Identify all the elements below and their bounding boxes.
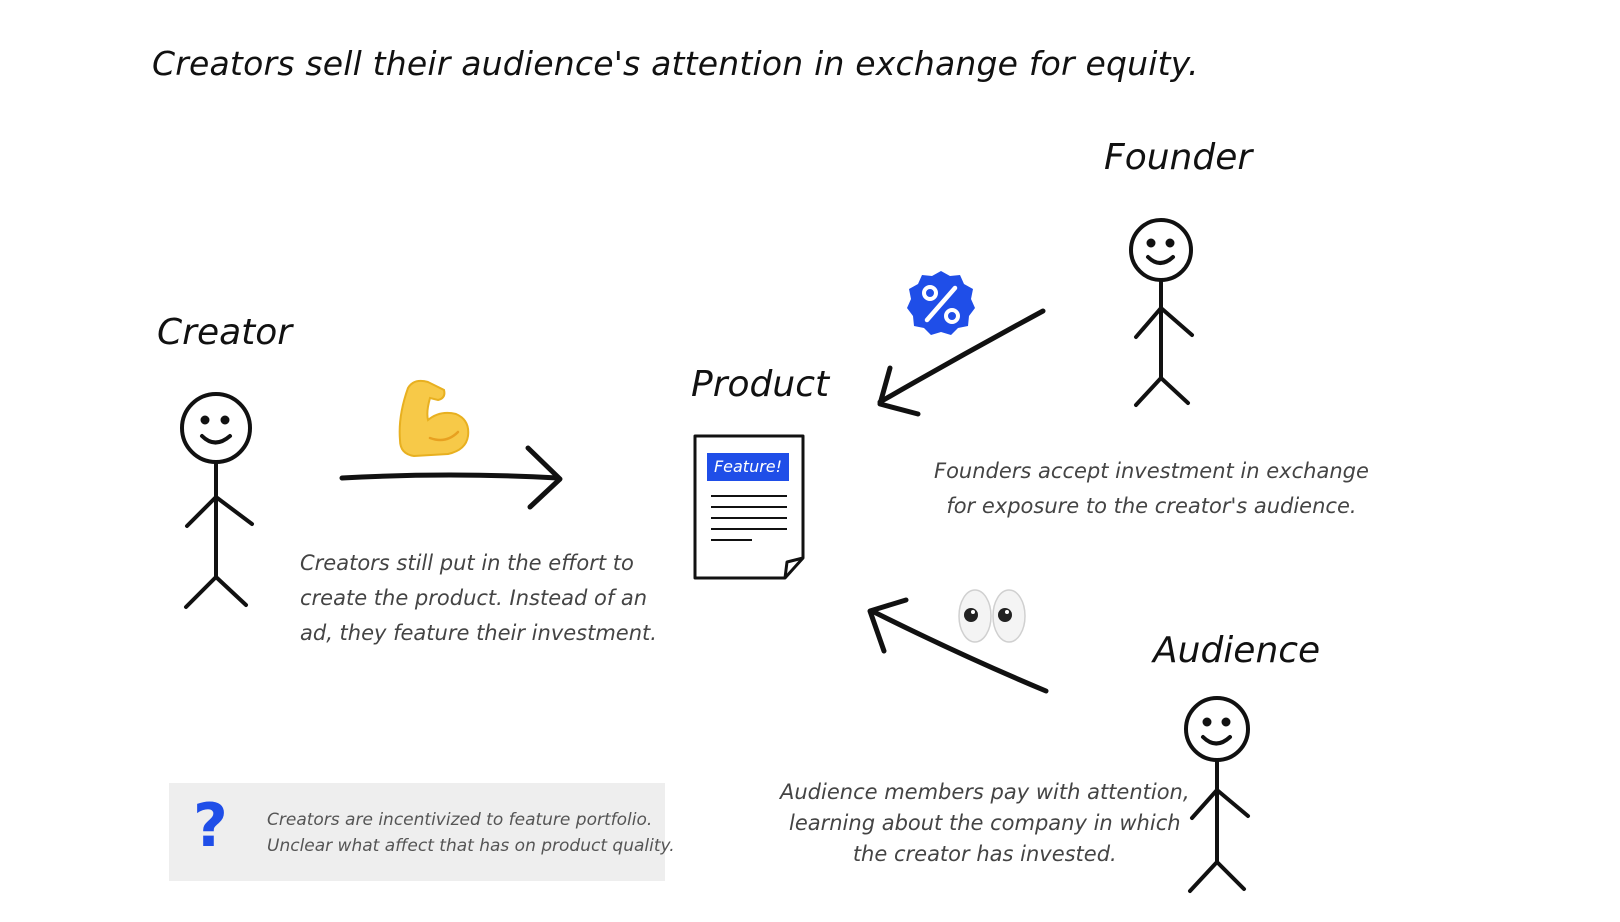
founder-caption: Founders accept investment in exchange f… <box>934 454 1369 524</box>
audience-caption: Audience members pay with attention, lea… <box>780 777 1190 870</box>
feature-badge: Feature! <box>707 453 789 481</box>
founder-caption-line: for exposure to the creator's audience. <box>946 494 1357 518</box>
note-text: Creators are incentivized to feature por… <box>267 807 675 859</box>
creator-caption-line: Creators still put in the effort to <box>300 551 634 575</box>
audience-caption-line: the creator has invested. <box>852 842 1117 866</box>
creator-caption: Creators still put in the effort to crea… <box>300 546 657 651</box>
audience-to-product-arrow <box>867 597 1049 694</box>
question-mark-icon: ? <box>193 791 228 861</box>
audience-stick-figure <box>1184 696 1250 893</box>
product-label: Product <box>691 364 830 405</box>
creator-caption-line: ad, they feature their investment. <box>300 621 657 645</box>
founder-to-product-arrow <box>877 308 1046 417</box>
eyes-icon <box>958 589 1026 643</box>
founder-stick-figure <box>1129 218 1194 407</box>
note-box: ? Creators are incentivized to feature p… <box>169 783 675 881</box>
creator-caption-line: create the product. Instead of an <box>300 586 648 610</box>
creator-label: Creator <box>157 312 293 353</box>
founder-label: Founder <box>1104 137 1253 178</box>
creator-to-product-arrow <box>339 445 563 510</box>
percent-badge-icon <box>907 271 975 335</box>
note-line: Creators are incentivized to feature por… <box>267 810 653 830</box>
audience-caption-line: Audience members pay with attention, <box>780 780 1190 804</box>
note-line: Unclear what affect that has on product … <box>267 836 675 856</box>
audience-caption-line: learning about the company in which <box>788 811 1181 835</box>
founder-caption-line: Founders accept investment in exchange <box>934 459 1369 483</box>
flexed-biceps-icon <box>398 379 470 458</box>
creator-stick-figure <box>180 392 254 609</box>
page-title: Creators sell their audience's attention… <box>152 44 1199 83</box>
audience-label: Audience <box>1153 630 1321 671</box>
